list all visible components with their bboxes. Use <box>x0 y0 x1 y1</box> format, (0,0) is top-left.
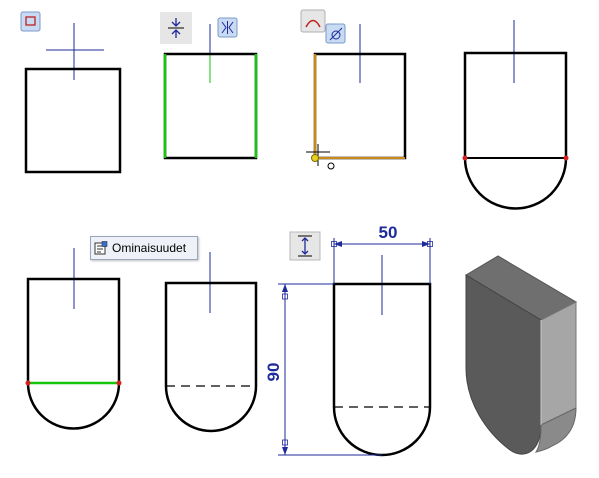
height-dimension-value: 90 <box>264 363 283 382</box>
symmetric-constraint-icon[interactable] <box>160 12 192 44</box>
step-7: 50 90 <box>264 223 433 457</box>
width-dimension-value: 50 <box>379 223 398 242</box>
rectangle-tool-icon[interactable] <box>20 11 41 32</box>
step-4 <box>462 20 569 210</box>
horizontal-mirror-icon[interactable] <box>217 17 238 38</box>
height-dimension[interactable]: 90 <box>264 283 382 456</box>
arc-endpoint-left <box>462 155 468 161</box>
step-6 <box>164 252 258 433</box>
solid-right-face <box>540 301 577 426</box>
rectangle-top-sides <box>463 51 568 158</box>
crosshair-cursor-icon <box>306 144 335 170</box>
rectangle-top-sides <box>332 282 432 407</box>
rectangle-top-sides <box>164 281 258 386</box>
solid-front-face <box>465 274 542 455</box>
step-5 <box>25 248 122 430</box>
properties-context-menu[interactable]: Ominaisuudet <box>90 236 198 260</box>
endpoint-left <box>25 380 31 386</box>
semicircle-arc <box>164 385 258 433</box>
properties-menu-item[interactable]: Ominaisuudet <box>112 241 187 255</box>
step-3 <box>300 9 407 170</box>
arc-endpoint-right <box>563 155 569 161</box>
step-2 <box>160 12 258 160</box>
arc-tool-icon[interactable] <box>300 9 326 33</box>
dimension-vertical-icon[interactable] <box>289 231 321 261</box>
extruded-solid <box>465 255 578 455</box>
semicircle-arc <box>332 406 432 457</box>
tangent-arc-icon[interactable] <box>325 23 346 44</box>
semicircle-arc <box>26 382 121 430</box>
step-1 <box>20 11 122 174</box>
solid-curved-side <box>534 407 577 453</box>
semicircle-arc <box>463 157 568 210</box>
endpoint-right <box>116 380 122 386</box>
width-dimension[interactable]: 50 <box>331 223 433 284</box>
properties-icon <box>94 241 108 255</box>
rectangle-top-sides <box>26 277 121 383</box>
sketch-rectangle <box>24 67 122 174</box>
